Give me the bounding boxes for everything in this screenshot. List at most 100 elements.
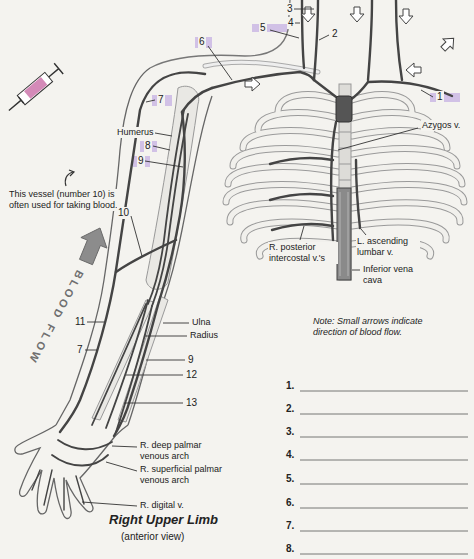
body-outline — [150, 0, 290, 68]
leader-line — [146, 360, 185, 361]
leader-line — [300, 226, 304, 240]
leader-line — [126, 375, 183, 376]
answer-line — [300, 460, 468, 461]
vein — [270, 158, 333, 164]
leader-line — [82, 9, 433, 506]
callout-number: 13 — [185, 397, 198, 409]
vein — [302, 0, 304, 68]
leader-line — [82, 502, 137, 506]
syringe-icon — [24, 77, 47, 99]
vena-cava — [336, 96, 352, 280]
vein — [32, 470, 84, 510]
leader-line — [294, 9, 314, 10]
leader-line — [106, 462, 137, 471]
leader-line — [85, 350, 97, 351]
answer-line — [300, 414, 468, 415]
callout-number: 4 — [287, 17, 295, 29]
part-label: Azygos v. — [421, 120, 461, 131]
callout-number: 12 — [185, 369, 198, 381]
syringe-icon — [4, 63, 63, 116]
answer-number: 1. — [285, 380, 295, 392]
callout-number: 1 — [436, 91, 444, 103]
part-label: R. digital v. — [139, 500, 185, 511]
callout-number: 2 — [331, 28, 339, 40]
answer-line — [300, 391, 468, 554]
flow-arrow — [438, 33, 459, 54]
callout-number: 9 — [187, 354, 195, 366]
vein — [148, 110, 184, 304]
flow-arrow — [399, 9, 413, 24]
leader-line — [124, 403, 183, 404]
vein — [396, 0, 402, 80]
leader-line — [153, 146, 170, 150]
rib-cage — [226, 84, 464, 280]
leader-line — [208, 46, 232, 80]
callout-number: 6 — [198, 36, 206, 48]
part-label: Humerus — [116, 127, 155, 138]
figure-title: Right Upper Limb — [108, 512, 219, 528]
part-label: Ulna — [191, 317, 212, 328]
vein — [368, 0, 372, 80]
callout-number: 8 — [144, 140, 152, 152]
leader-line — [270, 30, 299, 38]
vein — [116, 240, 176, 272]
leader-line — [155, 133, 172, 136]
body-outline — [205, 62, 318, 72]
flow-arrow — [245, 7, 459, 91]
vein — [356, 160, 360, 228]
vein — [270, 194, 333, 200]
callout-number: 7 — [157, 94, 165, 106]
leader-line — [87, 322, 104, 323]
answer-number: 8. — [285, 543, 295, 555]
vein — [272, 224, 333, 230]
answer-number: 6. — [285, 497, 295, 509]
vein — [212, 72, 314, 88]
vein — [106, 300, 148, 428]
blood-flow-arrow — [80, 228, 107, 265]
flow-arrow — [350, 7, 364, 22]
flow-arrow — [245, 77, 260, 91]
answer-number: 5. — [285, 473, 295, 485]
leader-line — [319, 35, 329, 40]
highlight-mark — [252, 24, 288, 32]
body-outline — [205, 62, 318, 72]
syringe-icon — [17, 72, 52, 104]
part-label: R. posterior intercostal v.'s — [268, 242, 338, 264]
leader-line — [361, 229, 366, 235]
callout-number: 7 — [76, 344, 84, 356]
vein — [116, 306, 152, 432]
answer-line — [300, 531, 468, 532]
answer-number: 3. — [285, 426, 295, 438]
vein — [52, 455, 108, 466]
answer-line — [300, 508, 468, 509]
answer-line — [300, 437, 468, 438]
answer-number: 4. — [285, 449, 295, 461]
vena-cava — [337, 188, 351, 280]
answer-line — [300, 484, 468, 485]
callout-number: 10 — [117, 207, 130, 219]
part-label: L. ascending lumbar v. — [356, 236, 420, 258]
body-outline — [150, 0, 318, 72]
leader-line — [146, 100, 155, 102]
answer-line — [300, 554, 468, 555]
callout-number: 3 — [286, 3, 294, 15]
callout-number: 9 — [137, 155, 145, 167]
answer-line — [300, 391, 468, 392]
vena-cava — [340, 192, 348, 276]
highlight-mark — [195, 37, 212, 48]
leader-line — [112, 446, 137, 447]
vein — [32, 0, 452, 510]
callout-number: 11 — [74, 316, 86, 328]
vein — [58, 440, 112, 449]
bone — [92, 86, 199, 422]
vein — [350, 82, 368, 100]
leader-line — [338, 128, 418, 150]
callout-number: 5 — [259, 22, 267, 34]
leader-line — [131, 216, 142, 256]
part-label: R. deep palmar venous arch — [139, 440, 221, 462]
vein — [331, 122, 336, 240]
leader-line — [421, 90, 433, 97]
part-label: Inferior vena cava — [362, 264, 416, 286]
highlight-mark — [152, 95, 172, 106]
answer-number: 2. — [285, 403, 295, 415]
